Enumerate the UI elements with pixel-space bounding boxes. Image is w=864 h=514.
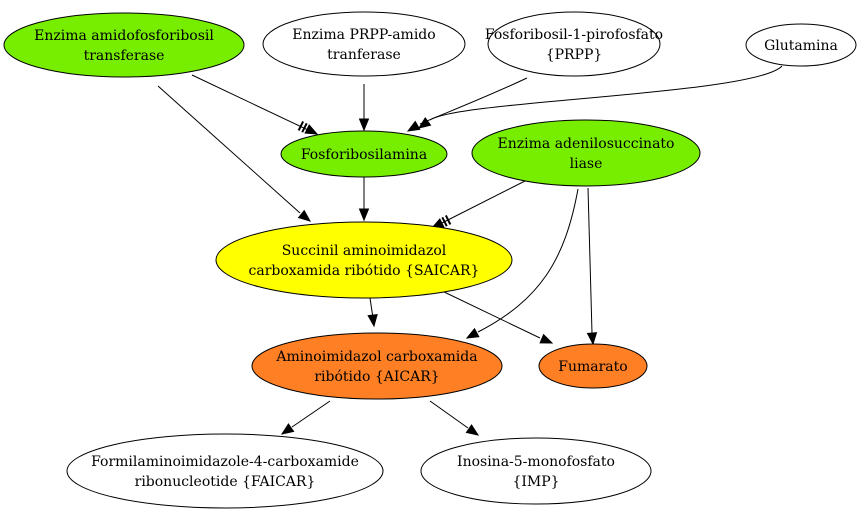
- node-label-line: Inosina-5-monofosfato: [457, 454, 615, 470]
- arrowhead: [297, 209, 312, 222]
- edge-adenilosuccinato-to-fumarato: [586, 187, 598, 346]
- node-label-line: carboxamida ribótido {SAICAR}: [249, 263, 480, 279]
- nodes-layer: Enzima amidofosforibosiltransferaseEnzim…: [3, 11, 857, 509]
- arrowhead: [465, 327, 480, 339]
- node-label-line: Succinil aminoimidazol: [282, 243, 447, 259]
- node-glutamina: Glutamina: [745, 23, 857, 67]
- edge-adenilosuccinato-to-aicar: [465, 188, 579, 339]
- node-amidofosforibosil: Enzima amidofosforibosil transferase: [3, 12, 245, 78]
- edge-glutamina-to-fosforibosilamina: [417, 65, 783, 129]
- arrowhead: [465, 424, 480, 436]
- node-label-line: liase: [570, 156, 603, 172]
- edge-line: [191, 74, 309, 131]
- arrowhead: [586, 332, 598, 346]
- node-fosforibosilamina: Fosforibosilamina: [280, 130, 448, 178]
- node-label-line: Enzima amidofosforibosil: [34, 28, 214, 44]
- node-label-line: Formilaminoimidazole-4-carboxamide: [91, 454, 359, 470]
- edge-aicar-to-imp: [429, 400, 480, 436]
- node-label-line: transferase: [84, 48, 165, 64]
- edge-saicar-to-fumarato: [439, 289, 554, 344]
- inhibit-tick: [297, 121, 305, 131]
- node-faicar: Formilaminoimidazole-4-carboxamide ribonu…: [66, 433, 384, 509]
- node-label-line: Fosforibosil-1-pirofosfato: [485, 27, 663, 43]
- node-shape: [251, 332, 503, 400]
- edge-line: [587, 187, 593, 334]
- edge-amidofosforibosil-to-fosforibosilamina: [191, 74, 319, 135]
- edge-saicar-to-aicar: [367, 297, 378, 328]
- node-label-line: Enzima adenilosuccinato: [498, 136, 675, 152]
- inhibit-tick: [444, 215, 452, 225]
- node-label-line: Glutamina: [764, 38, 838, 54]
- node-shape: [3, 12, 245, 78]
- edge-line: [291, 400, 331, 428]
- arrowhead: [406, 120, 421, 132]
- node-label-line: ribonucleotide {FAICAR}: [135, 474, 316, 490]
- edge-line: [439, 289, 541, 339]
- arrowhead: [304, 124, 319, 135]
- node-shape: [471, 119, 701, 187]
- node-imp: Inosina-5-monofosfato {IMP}: [420, 437, 652, 505]
- node-shape: [280, 130, 448, 178]
- arrowhead: [358, 118, 370, 132]
- node-shape: [215, 221, 513, 299]
- node-label-line: Fosforibosilamina: [301, 147, 427, 163]
- edge-line: [429, 400, 469, 429]
- edge-line: [439, 180, 526, 225]
- node-label-line: {IMP}: [512, 474, 559, 490]
- node-shape: [745, 23, 857, 67]
- arrowhead: [539, 333, 554, 344]
- node-shape: [538, 343, 648, 389]
- node-label-line: ribótido {AICAR}: [314, 369, 439, 385]
- arrowhead: [417, 116, 432, 129]
- node-label-line: Fumarato: [558, 359, 627, 375]
- node-label-line: tranferase: [327, 47, 401, 63]
- edge-line: [429, 65, 783, 121]
- node-prpp: Fosforibosil-1-pirofosfato {PRPP}: [485, 11, 663, 77]
- node-label-line: Enzima PRPP-amido: [292, 27, 435, 43]
- inhibit-tick: [301, 122, 308, 133]
- node-saicar: Succinil aminoimidazol carboxamida ribóti…: [215, 221, 513, 299]
- edge-line: [157, 85, 301, 214]
- edges-layer: [157, 65, 783, 436]
- arrowhead: [367, 313, 378, 328]
- arrowhead: [280, 423, 295, 435]
- node-shape: [487, 11, 661, 77]
- node-shape: [420, 437, 652, 505]
- node-fumarato: Fumarato: [538, 343, 648, 389]
- arrowhead: [358, 208, 370, 222]
- node-shape: [262, 11, 466, 77]
- node-shape: [66, 433, 384, 509]
- node-label-line: Aminoimidazol carboxamida: [275, 349, 477, 365]
- node-adenilosuccinato: Enzima adenilosuccinato liase: [471, 119, 701, 187]
- node-prpp_amido: Enzima PRPP-amido tranferase: [262, 11, 466, 77]
- inhibit-tick: [441, 216, 448, 227]
- edge-amidofosforibosil-to-saicar: [157, 85, 312, 222]
- edge-fosforibosilamina-to-saicar: [358, 177, 370, 222]
- edge-prpp_amido-to-fosforibosilamina: [358, 84, 370, 132]
- node-label-line: {PRPP}: [546, 47, 603, 63]
- edge-adenilosuccinato-to-saicar: [430, 180, 526, 229]
- edge-aicar-to-faicar: [280, 400, 331, 435]
- node-aicar: Aminoimidazol carboxamida ribótido {AICAR…: [251, 332, 503, 400]
- edge-line: [477, 188, 579, 333]
